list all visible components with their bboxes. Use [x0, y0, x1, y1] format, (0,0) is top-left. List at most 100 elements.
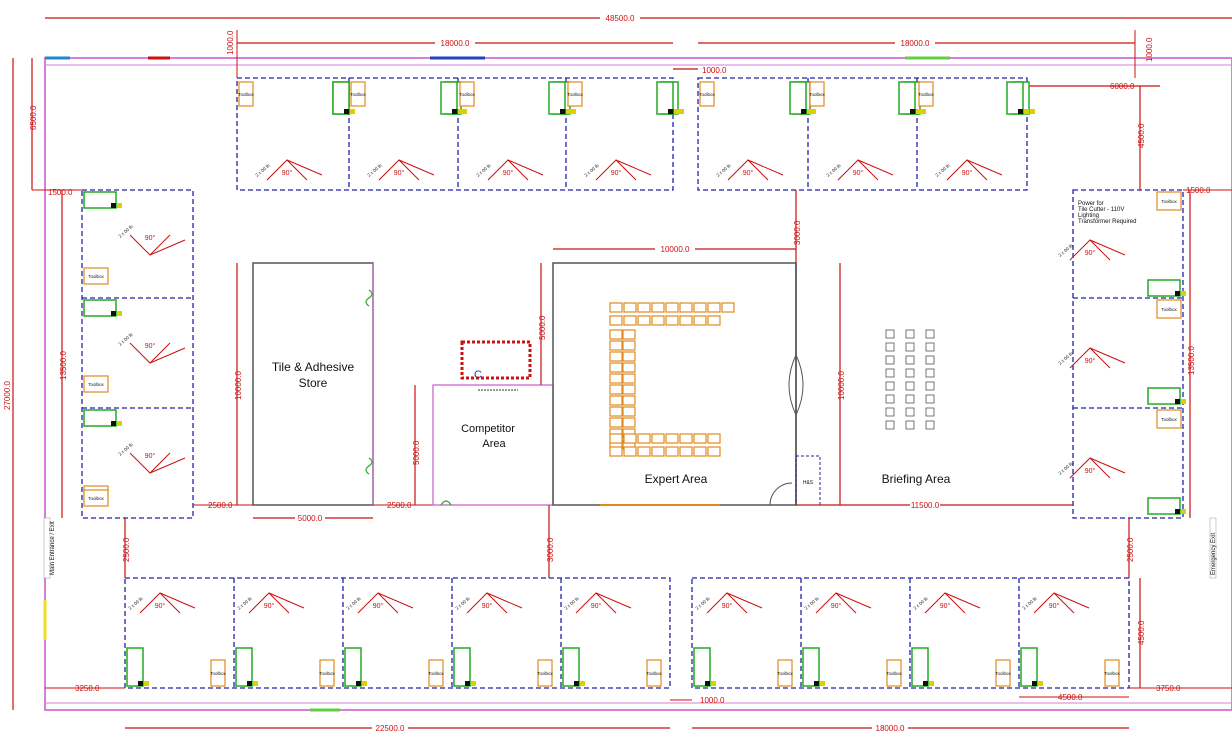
- bin-tag: [362, 681, 367, 686]
- power-note-1: Power for: [1078, 201, 1104, 207]
- dim-label: 10000.0: [837, 371, 846, 400]
- dim-label: 13500.0: [1187, 346, 1196, 375]
- toolbox-label: Toolbox: [567, 92, 583, 97]
- angle-mark: 90°2 x 00 lb: [475, 159, 544, 181]
- bin-outline: [1006, 81, 1024, 115]
- green-bin: [1020, 647, 1043, 687]
- angle-label: 90°: [155, 602, 166, 610]
- angle-line: [149, 347, 186, 364]
- tile-adhesive-store: Tile & Adhesive Store: [252, 262, 374, 506]
- angle-mark: 90°2 x 00 lb: [825, 159, 894, 181]
- briefing-chair: [925, 394, 935, 404]
- briefing-chair: [925, 407, 935, 417]
- green-bin: [802, 647, 825, 687]
- table: [707, 433, 721, 444]
- dim-label: 27000.0: [3, 381, 12, 410]
- briefing-chair: [885, 342, 895, 352]
- toolbox-label: Toolbox: [886, 671, 902, 676]
- angle-line: [149, 239, 186, 256]
- toolbox-box: [83, 375, 109, 393]
- toolbox: Toolbox: [886, 659, 903, 687]
- green-bin: [126, 647, 149, 687]
- bin-mark: [668, 109, 673, 114]
- tile-size-label: 2 x 00 lb: [715, 163, 732, 178]
- green-bin: [1147, 279, 1186, 297]
- angle-line: [377, 592, 414, 609]
- briefing-chair: [885, 407, 895, 417]
- table: [679, 433, 693, 444]
- dimension-top-right-edge: 1000.0: [1134, 30, 1154, 78]
- bin-tag: [458, 109, 463, 114]
- table: [707, 446, 721, 457]
- angle-line: [1089, 239, 1126, 256]
- table: [609, 417, 623, 428]
- toolbox-box: [699, 81, 715, 107]
- toolbox-box: [459, 81, 475, 107]
- bin-outline: [453, 647, 471, 687]
- bin-mark: [344, 109, 349, 114]
- dimension-top-left-edge: 1000.0: [226, 30, 238, 78]
- dimension-expert-inner: 5000.0: [538, 263, 547, 385]
- green-bin: [911, 647, 934, 687]
- angle-line: [747, 159, 784, 176]
- angle-line: [159, 592, 196, 609]
- dimension-bottom-left-edge: 3250.0: [45, 684, 125, 693]
- briefing-chair: [885, 420, 895, 430]
- dim-label: 4500.0: [1137, 620, 1146, 645]
- briefing-chair: [905, 420, 915, 430]
- toolbox: Toolbox: [83, 489, 109, 507]
- hs-label: H&S: [803, 480, 814, 486]
- dimension-left-overall: 27000.0: [3, 58, 14, 710]
- dim-label: 1000.0: [1145, 37, 1154, 62]
- dim-label: 4500.0: [1137, 123, 1146, 148]
- angle-label: 90°: [145, 342, 156, 350]
- toolbox: Toolbox: [1104, 659, 1121, 687]
- toolbox: Toolbox: [238, 81, 255, 107]
- table: [679, 446, 693, 457]
- table: [609, 384, 623, 395]
- briefing-chair: [925, 368, 935, 378]
- angle-mark: 90°2 x 00 lb: [563, 592, 632, 614]
- bin-mark: [465, 681, 470, 686]
- toolbox: Toolbox: [1156, 191, 1182, 211]
- dim-label: 2500.0: [122, 537, 131, 562]
- tile-size-label: 2 x 00 lb: [1021, 596, 1038, 611]
- dimension-bottom-mid: 1000.0: [670, 696, 725, 705]
- toolbox-label: Toolbox: [1161, 307, 1177, 312]
- angle-label: 90°: [940, 602, 951, 610]
- angle-label: 90°: [962, 169, 973, 177]
- toolbox-box: [1104, 659, 1120, 687]
- dimension-overall: 48500.0: [45, 12, 1232, 23]
- toolbox-box: [428, 659, 444, 687]
- table: [623, 446, 637, 457]
- bin-mark: [111, 421, 116, 426]
- table: [679, 302, 693, 313]
- table: [693, 302, 707, 313]
- dim-label: 18000.0: [441, 39, 470, 48]
- tile-size-label: 2 x 00 lb: [127, 596, 144, 611]
- bin-outline: [83, 409, 117, 427]
- toolbox-box: [83, 489, 109, 507]
- dimension-left-edge-bottom: 2500.0: [193, 501, 255, 510]
- tile-size-label: 2 x 00 lb: [825, 163, 842, 178]
- bin-mark: [111, 311, 116, 316]
- dimension-bottom-small: 4500.0: [1019, 693, 1129, 702]
- table: [651, 446, 665, 457]
- angle-mark: 90°2 x 00 lb: [236, 592, 305, 614]
- dimension-store-width: 5000.0: [253, 513, 373, 523]
- table: [609, 433, 623, 444]
- toolbox-label: Toolbox: [1161, 417, 1177, 422]
- angle-mark: 90°2 x 00 lb: [694, 592, 763, 614]
- toolbox-label: Toolbox: [88, 382, 104, 387]
- angle-line: [268, 592, 305, 609]
- dimension-bottom-left-gap: 2500.0: [122, 518, 131, 578]
- tile-size-label: 2 x 00 lb: [1057, 351, 1074, 366]
- competitor-mark: C: [474, 369, 482, 381]
- table: [622, 417, 636, 428]
- toolbox: Toolbox: [459, 81, 476, 107]
- bin-tag: [580, 681, 585, 686]
- angle-label: 90°: [1085, 357, 1096, 365]
- toolbox-box: [777, 659, 793, 687]
- toolbox: Toolbox: [83, 267, 109, 285]
- angle-label: 90°: [264, 602, 275, 610]
